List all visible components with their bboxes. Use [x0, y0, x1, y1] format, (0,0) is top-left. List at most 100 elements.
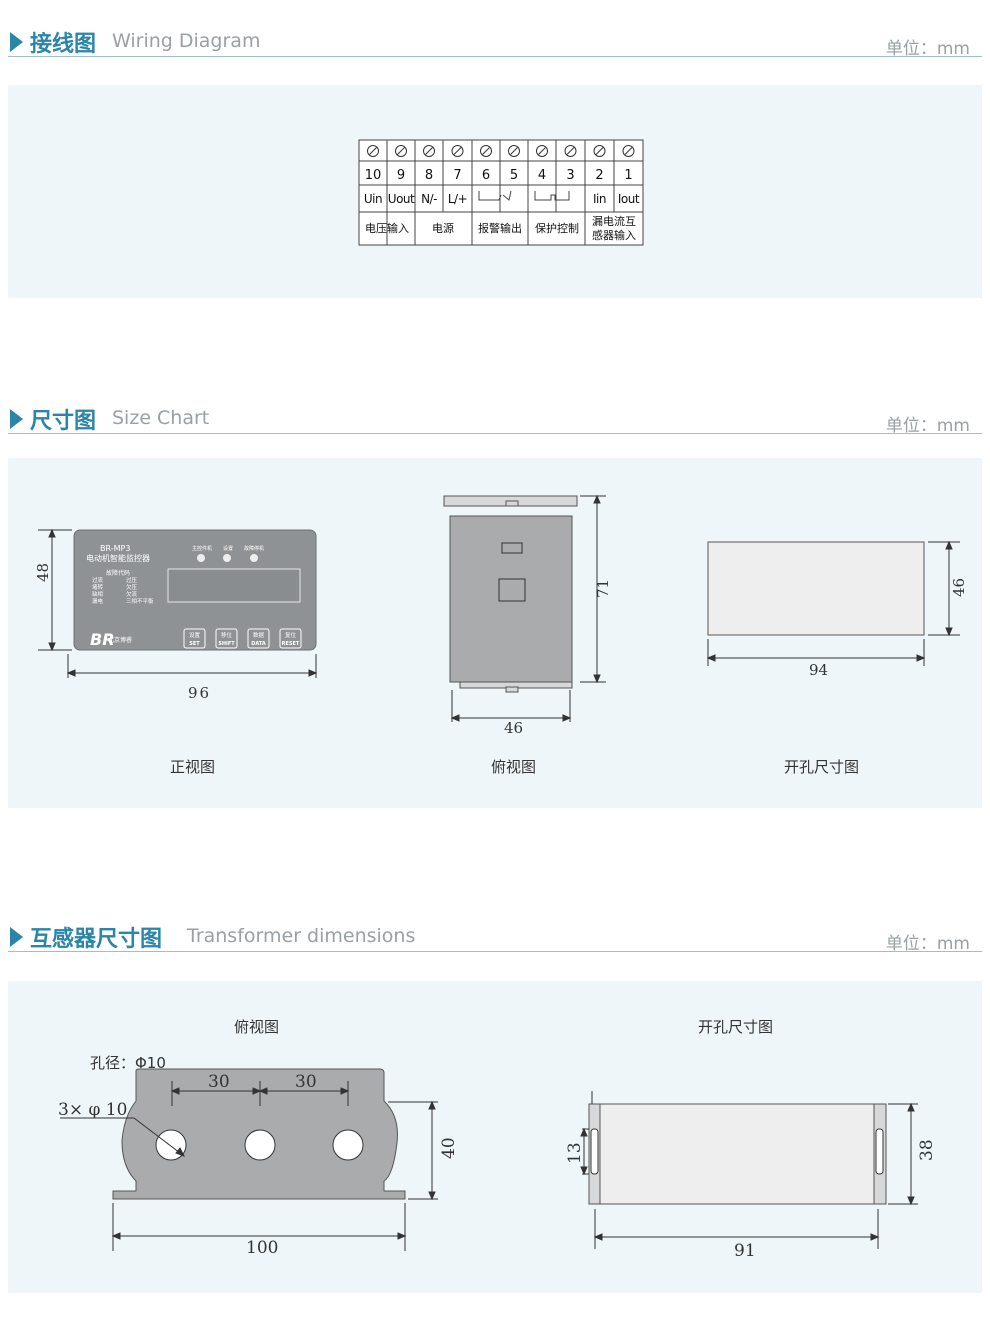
device-button-en: SHIFT [218, 641, 235, 647]
terminal-signal: Uin [364, 192, 382, 206]
terminal-signal: N/- [421, 192, 437, 206]
fault-code: 漏电 [92, 597, 104, 605]
device-button-cn: 复位 [285, 631, 297, 639]
front-view-label: 正视图 [170, 758, 216, 776]
fault-code: 缺相 [92, 590, 104, 598]
fault-code: 过压 [126, 576, 138, 584]
transformer-cutout-label: 开孔尺寸图 [698, 1018, 774, 1036]
dim-spacing-2: 30 [295, 1072, 317, 1092]
fault-code: 过流 [92, 576, 104, 584]
led-indicator [197, 554, 205, 562]
section-title-cn: 互感器尺寸图 [30, 927, 163, 952]
dim-cutout-height: 46 [950, 578, 968, 597]
section-header-wiring: 接线图 Wiring Diagram 单位：mm [8, 20, 982, 59]
logo-icon: BR [90, 630, 115, 649]
triangle-icon [10, 927, 23, 947]
dim-transformer-width: 100 [246, 1238, 278, 1258]
device-button [183, 628, 206, 649]
section-title-en: Size Chart [112, 407, 210, 429]
terminal-group-label: 电源 [432, 221, 454, 235]
section-title-cn: 尺寸图 [30, 409, 97, 434]
cutout-view: 94 46 [706, 540, 968, 679]
terminal-group-label: 报警输出 [478, 221, 522, 235]
top-view: 46 71 [443, 494, 612, 737]
terminal-number: 9 [397, 168, 405, 183]
triangle-icon [10, 32, 23, 52]
section-title-cn: 接线图 [30, 32, 97, 57]
section-header-size: 尺寸图 Size Chart 单位：mm [8, 397, 982, 436]
terminal-signal: Iout [618, 192, 640, 206]
triangle-icon [10, 409, 23, 429]
terminal-number: 4 [538, 168, 546, 183]
dim-side-width: 91 [734, 1241, 756, 1261]
led-indicator [223, 554, 231, 562]
fault-code: 三相不平衡 [126, 597, 154, 605]
fault-code: 欠压 [126, 583, 138, 591]
device-button-en: DATA [251, 641, 266, 647]
device-button [215, 628, 238, 649]
dim-front-width: 96 [188, 684, 211, 702]
unit-label: 单位：mm [885, 39, 970, 59]
display-window [167, 568, 301, 603]
hole-note: 孔径：Φ10 [90, 1054, 166, 1072]
dim-holes: 3× φ 10 [58, 1100, 127, 1120]
logo-text: 北京博睿 [108, 636, 132, 644]
dim-cutout-width: 94 [809, 661, 828, 679]
dim-transformer-height: 40 [439, 1137, 459, 1159]
terminal-group-label: 感器输入 [592, 228, 636, 242]
terminal-signal: L/+ [448, 192, 467, 206]
top-view-label: 俯视图 [491, 758, 537, 776]
fault-code: 欠流 [126, 590, 138, 598]
dim-front-height: 48 [34, 563, 52, 582]
transformer-drawing: 30 30 3× φ 10 100 40 孔径：Φ10 [58, 1054, 937, 1261]
led-indicator [250, 554, 258, 562]
front-view: BR-MP3 电动机智能监控器 主控件机 设置 故障停机 故障代码 过流堵转缺相… [34, 528, 318, 702]
dim-spacing-1: 30 [208, 1072, 230, 1092]
size-drawing: BR-MP3 电动机智能监控器 主控件机 设置 故障停机 故障代码 过流堵转缺相… [34, 494, 968, 737]
terminal-signal: Uout [388, 192, 415, 206]
led-label: 故障停机 [244, 545, 264, 552]
transformer-cutout-view: 91 38 13 [565, 1091, 937, 1261]
transformer-top-label: 俯视图 [234, 1018, 280, 1036]
section-header-transformer: 互感器尺寸图 Transformer dimensions 单位：mm [8, 915, 982, 954]
terminal-group-label: 保护控制 [535, 221, 579, 235]
terminal-signal: Iin [593, 192, 606, 206]
hole-icon [244, 1129, 276, 1161]
terminal-number: 6 [482, 168, 490, 183]
fault-title: 故障代码 [106, 569, 130, 577]
terminal-group-label: 电压输入 [365, 221, 409, 235]
device-name: 电动机智能监控器 [86, 553, 150, 563]
terminal-number: 3 [566, 168, 574, 183]
device-button-cn: 移位 [221, 631, 233, 639]
led-label: 主控件机 [192, 545, 212, 552]
terminal-number: 5 [510, 168, 518, 183]
transformer-panel: 30 30 3× φ 10 100 40 孔径：Φ10 [8, 981, 982, 1293]
terminal-number: 10 [365, 168, 382, 183]
device-button [247, 628, 270, 649]
cutout-view-label: 开孔尺寸图 [784, 758, 860, 776]
unit-label: 单位：mm [885, 416, 970, 436]
transformer-top-view: 30 30 3× φ 10 100 40 孔径：Φ10 [58, 1054, 459, 1258]
terminal-number: 2 [595, 168, 603, 183]
device-button-en: SET [189, 641, 200, 647]
device-model: BR-MP3 [100, 544, 130, 553]
device-button-cn: 设置 [189, 631, 201, 639]
size-panel: BR-MP3 电动机智能监控器 主控件机 设置 故障停机 故障代码 过流堵转缺相… [8, 458, 982, 808]
section-title-en: Transformer dimensions [187, 925, 416, 947]
device-button [279, 628, 302, 649]
dim-top-height: 71 [594, 579, 612, 598]
terminal-number: 1 [624, 168, 632, 183]
terminal-number: 7 [453, 168, 461, 183]
hole-icon [332, 1129, 364, 1161]
dim-top-width: 46 [504, 719, 523, 737]
terminal-group-label: 漏电流互 [592, 214, 636, 228]
dim-side-height: 38 [917, 1139, 937, 1161]
led-label: 设置 [223, 545, 233, 552]
fault-code: 堵转 [92, 583, 104, 591]
section-title-en: Wiring Diagram [112, 30, 261, 52]
device-button-cn: 数据 [253, 631, 265, 639]
device-button-en: RESET [282, 641, 300, 647]
terminal-number: 8 [425, 168, 433, 183]
